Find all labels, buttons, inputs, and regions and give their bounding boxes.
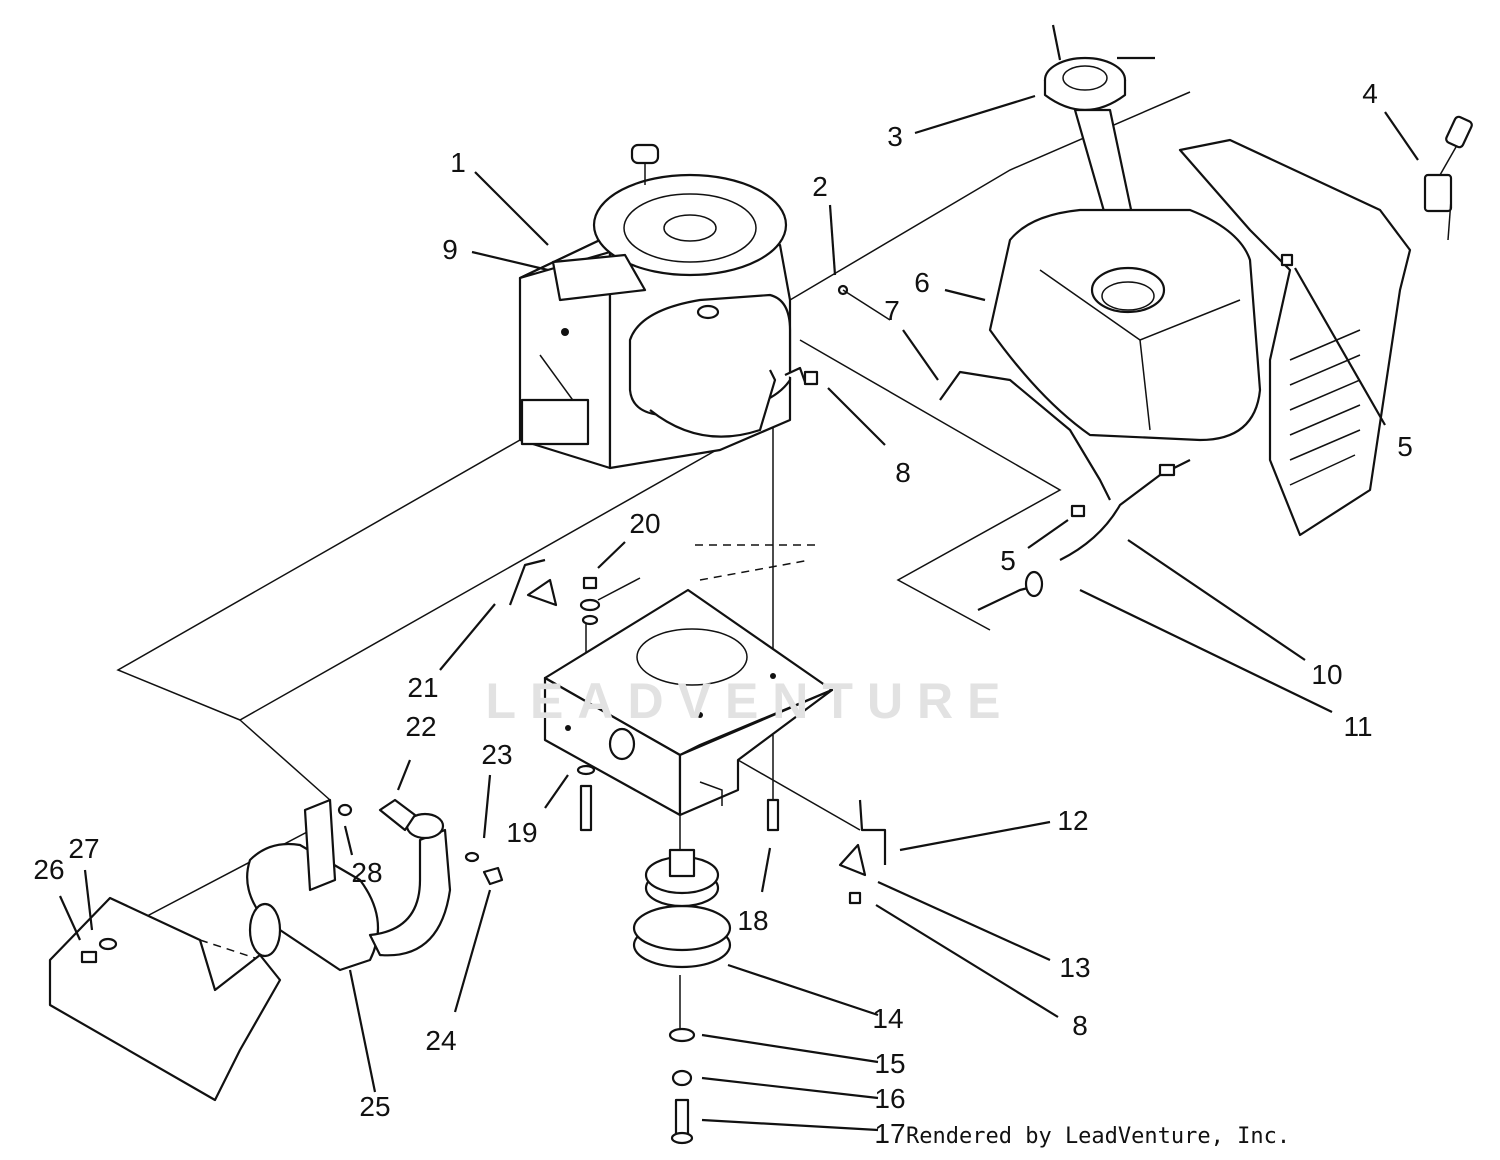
callout-10: 10 [1311, 659, 1342, 690]
callout-27: 27 [68, 833, 99, 864]
callout-15: 15 [874, 1048, 905, 1079]
render-credit: Rendered by LeadVenture, Inc. [906, 1124, 1291, 1149]
callout-26: 26 [33, 854, 64, 885]
heat-shield [48, 896, 282, 1102]
callout-7: 7 [884, 295, 900, 326]
seat-switch [1423, 115, 1473, 241]
pulley-assembly [632, 848, 732, 1145]
callout-20: 20 [629, 508, 660, 539]
callout-22: 22 [405, 711, 436, 742]
callout-17: 17 [874, 1118, 905, 1149]
callout-25: 25 [359, 1091, 390, 1122]
assembly-lines [116, 91, 1191, 1030]
callout-14: 14 [872, 1003, 903, 1034]
engine-label-plate [551, 253, 647, 302]
fuel-tank [988, 208, 1262, 442]
callout-labels: 1 2 3 4 5 5 6 7 8 8 9 10 11 12 13 14 15 … [33, 78, 1412, 1149]
callout-8b: 8 [1072, 1010, 1088, 1041]
muffler [246, 798, 452, 972]
callout-5b: 5 [1000, 545, 1016, 576]
fuel-lines [939, 370, 1191, 611]
callout-6: 6 [914, 267, 930, 298]
callout-13: 13 [1059, 952, 1090, 983]
callout-16: 16 [874, 1083, 905, 1114]
engine [518, 143, 792, 470]
callout-11: 11 [1343, 711, 1372, 742]
callout-2: 2 [812, 171, 828, 202]
callout-12: 12 [1057, 805, 1088, 836]
callout-23: 23 [481, 739, 512, 770]
callout-4: 4 [1362, 78, 1378, 109]
watermark: LEADVENTURE [485, 673, 1015, 729]
callout-5a: 5 [1397, 431, 1413, 462]
callout-19: 19 [506, 817, 537, 848]
callout-28: 28 [351, 857, 382, 888]
callout-1: 1 [450, 147, 466, 178]
hardware [80, 253, 1294, 964]
callout-9: 9 [442, 234, 458, 265]
leader-lines [58, 24, 1419, 1132]
callout-24: 24 [425, 1025, 456, 1056]
callout-3: 3 [887, 121, 903, 152]
engine-mount-plate [543, 588, 834, 817]
callout-8a: 8 [895, 457, 911, 488]
callout-21: 21 [407, 672, 438, 703]
callout-18: 18 [737, 905, 768, 936]
